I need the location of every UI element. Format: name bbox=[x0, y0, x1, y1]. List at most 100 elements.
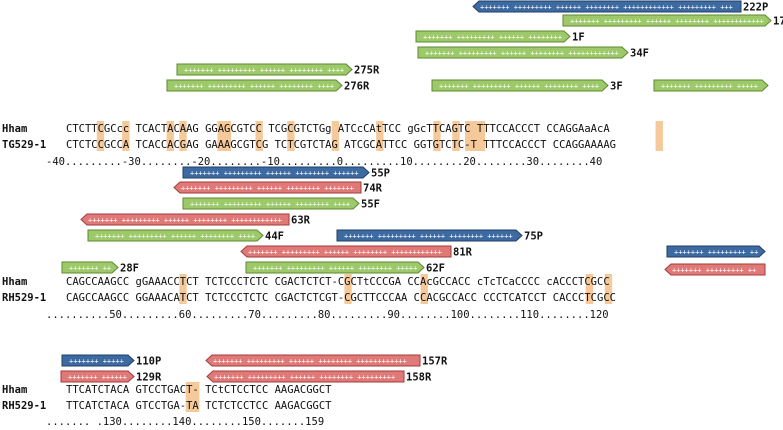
primer-34F-block1-3: +++++++ +++++++++ ++++++ ++++++++ ++++++… bbox=[417, 46, 649, 60]
mismatch-highlight bbox=[166, 121, 174, 151]
primer-arrow bbox=[80, 213, 290, 226]
primer-arrow bbox=[205, 354, 421, 367]
primer-plus-pattern: +++++++ +++++++++ ++++++ ++++++++ ++++ bbox=[184, 67, 344, 75]
primer-276R-block1-5: +++++++ +++++++++ ++++++ ++++++++ ++++27… bbox=[166, 79, 370, 93]
primer-plus-pattern: +++++++ +++++++++ ++ bbox=[674, 249, 758, 257]
primer-222P-block1-0: +++++++ +++++++++ ++++++ ++++++++ ++++++… bbox=[472, 0, 768, 14]
primer-label: 34F bbox=[630, 48, 649, 60]
primer-plus-pattern: +++++++ ++++++ bbox=[68, 374, 127, 382]
reference-sequence: CTCTCCGCCA TCACCACGAG GAAAGCGTCG TCTCGTC… bbox=[66, 139, 616, 151]
hham-sequence: CTCTTCGCcc TCACTACAAG GGAGCGTCC TCGCGTCT… bbox=[66, 123, 610, 135]
mismatch-highlight bbox=[192, 382, 200, 412]
mismatch-highlight bbox=[376, 121, 384, 151]
mismatch-highlight bbox=[331, 121, 340, 151]
primer-label: 81R bbox=[453, 247, 473, 259]
primer-label: 158R bbox=[406, 372, 432, 384]
primer-plus-pattern: +++++++ +++++++++ +++++ bbox=[661, 83, 758, 91]
primer-plus-pattern: +++++++ +++++++++ ++++++ ++++++++ ++++++… bbox=[181, 185, 354, 193]
primer-arrow bbox=[472, 0, 742, 13]
sequence-label: Hham bbox=[2, 276, 27, 288]
primer-plus-pattern: +++++++ +++++++++ ++++++ ++++++++ ++++++… bbox=[570, 18, 764, 26]
primer-275R-block1-4: +++++++ +++++++++ ++++++ ++++++++ ++++27… bbox=[176, 63, 380, 77]
primer-63R-block2-3: +++++++ +++++++++ ++++++ ++++++++ ++++++… bbox=[80, 213, 311, 227]
primer-1F-block1-2: +++++++ +++++++++ ++++++ ++++++++1F bbox=[415, 30, 585, 44]
mismatch-highlight bbox=[655, 121, 663, 151]
primer-label: 63R bbox=[291, 215, 311, 227]
primer-plus-pattern: +++++++ +++++++++ ++++++ ++++++++ ++++ bbox=[439, 83, 599, 91]
primer-arrow bbox=[173, 181, 362, 194]
mismatch-highlight bbox=[604, 274, 613, 304]
primer-3F-block1-6: +++++++ +++++++++ ++++++ ++++++++ ++++3F bbox=[431, 79, 623, 93]
mismatch-highlight bbox=[179, 274, 187, 304]
primer-75P-block2-5: +++++++ +++++++++ ++++++ ++++++++ ++++++… bbox=[336, 229, 543, 243]
primer-plus-pattern: +++++++ +++++++++ ++++++ ++++++++ ++++ bbox=[95, 233, 255, 241]
mismatch-highlight bbox=[122, 121, 130, 151]
primer-arrow bbox=[182, 166, 370, 179]
mismatch-highlight bbox=[217, 121, 232, 151]
primer-arrow bbox=[240, 245, 452, 258]
primer-157R-block3-1: +++++++ +++++++++ ++++++ ++++++++ ++++++… bbox=[205, 354, 448, 368]
mismatch-highlight bbox=[452, 121, 460, 151]
primer-arrow bbox=[666, 245, 766, 258]
primer-110P-block3-0: +++++++ +++++110P bbox=[61, 354, 161, 368]
mismatch-highlight bbox=[287, 121, 295, 151]
primer-plus-pattern: +++++++ +++++++++ ++++++ ++++++++ +++++ bbox=[253, 265, 417, 273]
primer-label: 28F bbox=[120, 263, 139, 275]
sequence-label: RH529-1 bbox=[2, 292, 46, 304]
position-ruler: ....... .130........140........150......… bbox=[46, 416, 324, 428]
reference-sequence: CAGCCAAGCC GGAAACATCT TCTCCCTCTC CGACTCT… bbox=[66, 292, 616, 304]
primer-plus-pattern: +++++++ +++++++++ ++++++ ++++++++ ++++++… bbox=[214, 374, 395, 382]
mismatch-highlight bbox=[185, 382, 193, 412]
reference-sequence: TTCATCTACA GTCCTGA-TA TCTCTCCTCC AAGACGG… bbox=[66, 400, 332, 412]
mismatch-highlight bbox=[585, 274, 594, 304]
position-ruler: ..........50.........60.........70......… bbox=[46, 309, 609, 321]
primer-plus-pattern: +++++++ +++++++++ ++++++ ++++++++ ++++++… bbox=[88, 217, 282, 225]
primer-plus-pattern: +++++++ +++++++++ ++ bbox=[672, 267, 756, 275]
primer-plus-pattern: +++++++ +++++++++ ++++++ ++++++++ ++++++ bbox=[190, 170, 359, 178]
primer-129R-block3-2: +++++++ ++++++ 129R bbox=[60, 370, 162, 384]
mismatch-highlight bbox=[179, 121, 187, 151]
primer-plus-pattern: +++++++ ++ bbox=[69, 265, 111, 273]
primer-label: 62F bbox=[426, 263, 445, 275]
primer-arrow bbox=[166, 79, 343, 92]
primer-28F-block2-7: +++++++ ++ 28F bbox=[61, 261, 139, 275]
primer-arrow bbox=[61, 354, 135, 367]
primer-arrow bbox=[87, 229, 264, 242]
primer-label: 44F bbox=[265, 231, 284, 243]
primer-arrow bbox=[664, 263, 766, 276]
primer-label: 74R bbox=[363, 183, 383, 195]
primer-plus-pattern: +++++++ +++++++++ ++++++ ++++++++ ++++++… bbox=[248, 249, 442, 257]
primer-plus-pattern: +++++++ +++++++++ ++++++ ++++++++ ++++ bbox=[174, 83, 334, 91]
primer-label: 55P bbox=[371, 168, 390, 180]
primer-62F-block2-8: +++++++ +++++++++ ++++++ ++++++++ +++++ 6… bbox=[245, 261, 445, 275]
primer-label: 157R bbox=[422, 356, 448, 368]
mismatch-highlight bbox=[96, 121, 105, 151]
primer-55F-block2-2: +++++++ +++++++++ ++++++ ++++++++ ++++55… bbox=[182, 197, 380, 211]
primer-plus-pattern: +++++++ +++++++++ ++++++ ++++++++ ++++++… bbox=[480, 4, 733, 12]
hham-sequence: CAGCCAAGCC gGAAACCTCT TCTCCCTCTC CGACTCT… bbox=[66, 276, 610, 288]
primer-plus-pattern: +++++++ +++++++++ ++++++ ++++++++ ++++++ bbox=[344, 233, 513, 241]
mismatch-highlight bbox=[255, 121, 263, 151]
hham-sequence: TTCATCTACA GTCCTGACT- TCtCTCCTCC AAGACGG… bbox=[66, 384, 332, 396]
primer-label: 17F bbox=[773, 16, 783, 28]
primer-arrow bbox=[206, 370, 405, 383]
primer-arrow bbox=[417, 46, 629, 59]
primer-label: 129R bbox=[136, 372, 162, 384]
primer-arrow bbox=[562, 14, 772, 27]
primer-plus-pattern: +++++++ +++++++++ ++++++ ++++++++ ++++ bbox=[190, 201, 350, 209]
primer-arrow bbox=[336, 229, 523, 242]
sequence-label: RH529-1 bbox=[2, 400, 46, 412]
primer-plus-pattern: +++++++ +++++++++ ++++++ ++++++++ ++++++… bbox=[213, 358, 407, 366]
primer-probe-block2-9: +++++++ +++++++++ ++ bbox=[666, 245, 766, 258]
primer-arrow bbox=[60, 370, 135, 383]
primer-arrow bbox=[61, 261, 119, 274]
primer-forward-block1-7: +++++++ +++++++++ +++++ bbox=[653, 79, 769, 92]
primer-arrow bbox=[653, 79, 769, 92]
primer-plus-pattern: +++++++ +++++++++ ++++++ ++++++++ bbox=[423, 34, 562, 42]
position-ruler: -40.........-30........-20........-10...… bbox=[46, 156, 602, 168]
sequence-label: Hham bbox=[2, 123, 27, 135]
